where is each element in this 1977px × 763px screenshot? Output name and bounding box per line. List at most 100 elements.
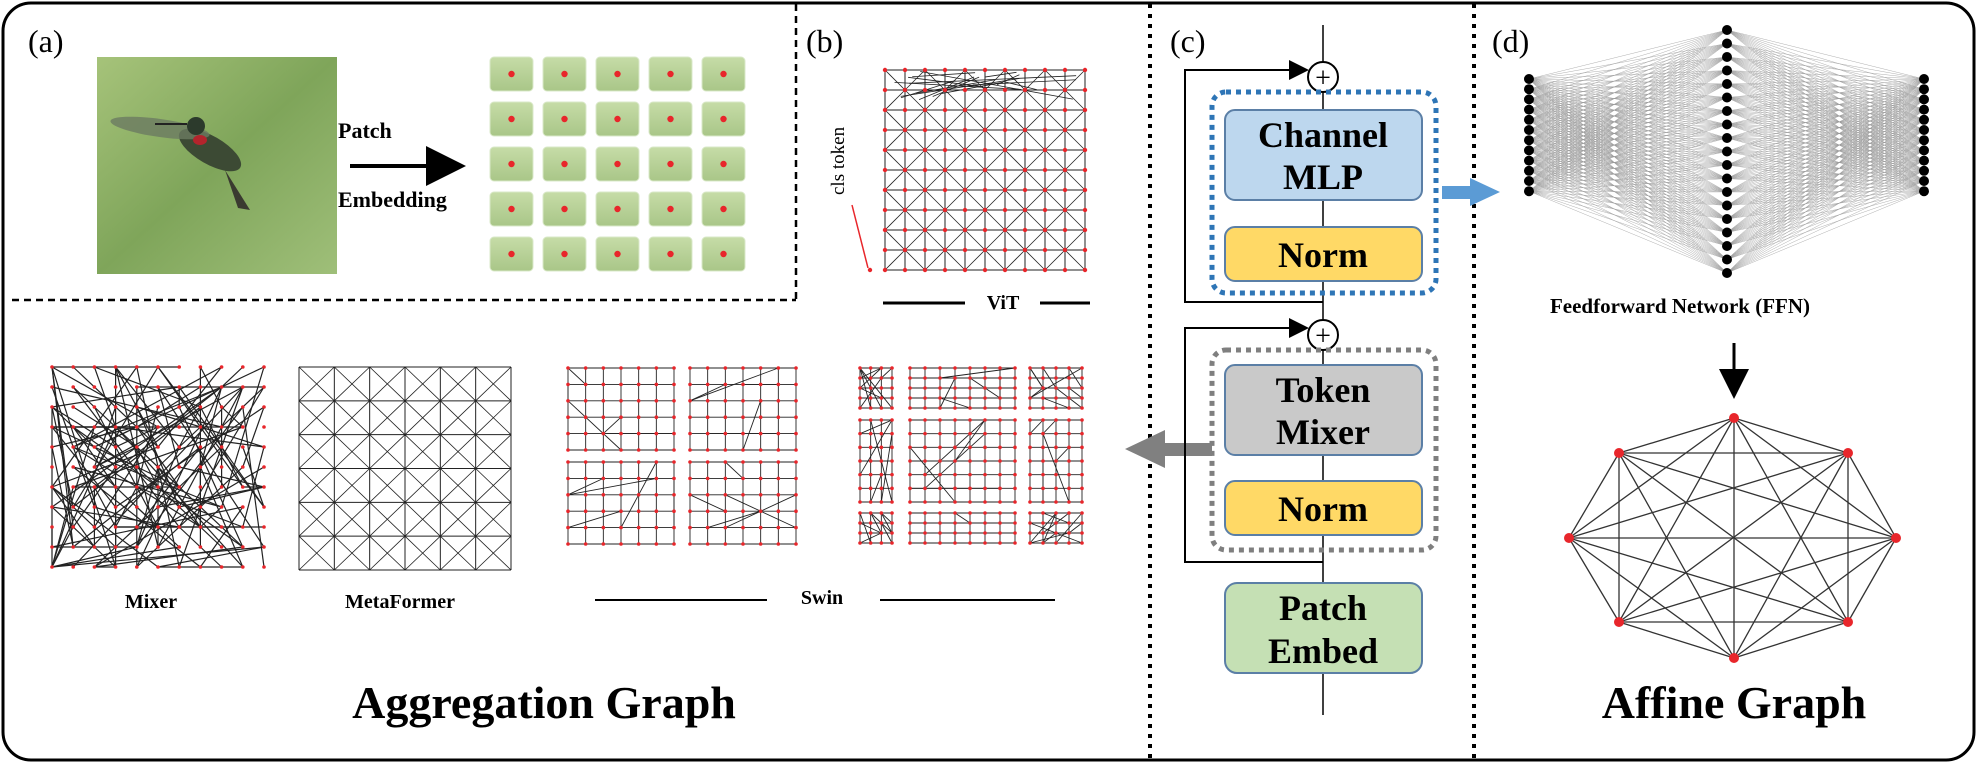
swin-node (998, 431, 1002, 436)
metaformer-edge (404, 502, 441, 537)
vit-edge (1064, 169, 1086, 191)
ffn-edge (1528, 29, 1728, 182)
swin-node (1013, 486, 1017, 491)
ffn-edge (1726, 56, 1925, 80)
metaformer-edge (404, 468, 441, 503)
swin-node (953, 366, 957, 370)
swin-node (741, 366, 745, 370)
swin-node (938, 396, 942, 400)
vit-edge (1024, 229, 1046, 251)
vit-node (902, 147, 908, 153)
swin-node (758, 431, 763, 436)
swin-node (705, 366, 710, 370)
swin-node (1041, 531, 1045, 535)
swin-node (858, 386, 862, 390)
mixer-edge (51, 546, 137, 568)
ffn-edge (1726, 129, 1925, 247)
mixer-node (177, 485, 181, 489)
swin-node (794, 542, 798, 546)
mixer-node (135, 365, 139, 369)
mixer-node (219, 545, 224, 549)
ffn-edge (1528, 137, 1728, 182)
swin-node (923, 472, 927, 477)
swin-node (1013, 431, 1017, 436)
swin-node (636, 399, 641, 403)
plus-top: + (1315, 63, 1331, 94)
swin-node (1067, 486, 1071, 491)
swin-node (868, 511, 873, 515)
vit-edge (964, 229, 986, 251)
vit-node (942, 187, 948, 193)
metaformer-edge (369, 434, 406, 469)
swin-node (1041, 386, 1045, 390)
affine-edge (1618, 537, 1897, 623)
mixer-node (177, 405, 181, 409)
vit-edge (968, 78, 1020, 87)
swin-node (890, 500, 894, 504)
mixer-node (50, 465, 54, 469)
swin-node (688, 399, 692, 403)
ffn-edge (1726, 140, 1925, 260)
swin-node (968, 541, 972, 545)
swin-node (566, 399, 570, 403)
swin-node (794, 366, 798, 370)
ffn-edge (1528, 97, 1728, 182)
ffn-edge (1726, 78, 1925, 247)
ffn-edge (1726, 109, 1925, 166)
ffn-neuron (1722, 241, 1732, 251)
metaformer-edge (369, 400, 406, 435)
vit-edge (944, 169, 966, 191)
vit-node (1062, 187, 1068, 193)
swin-node (1054, 500, 1058, 504)
swin-shifted-graph (858, 366, 1084, 545)
patch-center-dot (561, 160, 568, 168)
vit-edge (984, 249, 1006, 271)
ffn-edge (1726, 170, 1925, 274)
vit-edge (1004, 129, 1026, 151)
swin-node (890, 486, 894, 491)
ffn-edge (1528, 164, 1728, 192)
swin-node (953, 431, 957, 436)
swin-node (566, 415, 570, 420)
swin-node (1080, 541, 1084, 545)
swin-node (890, 511, 894, 515)
ffn-edge (1726, 83, 1925, 110)
vit-node (882, 87, 888, 93)
swin-edge (567, 367, 586, 385)
swin-node (879, 486, 884, 491)
ffn-neuron (1919, 94, 1929, 105)
mixer-node (177, 505, 181, 509)
swin-node (879, 386, 884, 390)
swin-node (619, 399, 623, 403)
swin-node (723, 399, 728, 403)
vit-node (1042, 167, 1048, 173)
patch-embed-block (1224, 582, 1423, 674)
ffn-neuron (1722, 106, 1732, 116)
ffn-edge (1726, 109, 1925, 152)
mixer-edge (115, 426, 159, 448)
swin-node (794, 476, 798, 481)
vit-node (882, 227, 888, 233)
vit-node (1022, 127, 1028, 133)
metaformer-edge (404, 366, 441, 402)
ffn-edge (1726, 78, 1925, 193)
swin-node (953, 486, 957, 491)
vit-edge (964, 249, 986, 271)
ffn-edge (1726, 56, 1925, 100)
swin-node (890, 418, 894, 422)
ffn-neuron (1524, 114, 1534, 125)
swin-node (1067, 459, 1071, 463)
swin-node (968, 531, 972, 535)
vit-node (1042, 247, 1048, 253)
vit-node (942, 207, 948, 213)
vit-node (1062, 167, 1068, 173)
ffn-edge (1528, 56, 1728, 131)
vit-node (1062, 107, 1068, 113)
swin-node (868, 486, 873, 491)
swin-node (1054, 418, 1058, 422)
swin-node (1067, 521, 1071, 525)
swin-node (636, 476, 641, 481)
swin-node (923, 541, 927, 545)
vit-edge (1004, 189, 1026, 211)
swin-node (1028, 431, 1032, 436)
